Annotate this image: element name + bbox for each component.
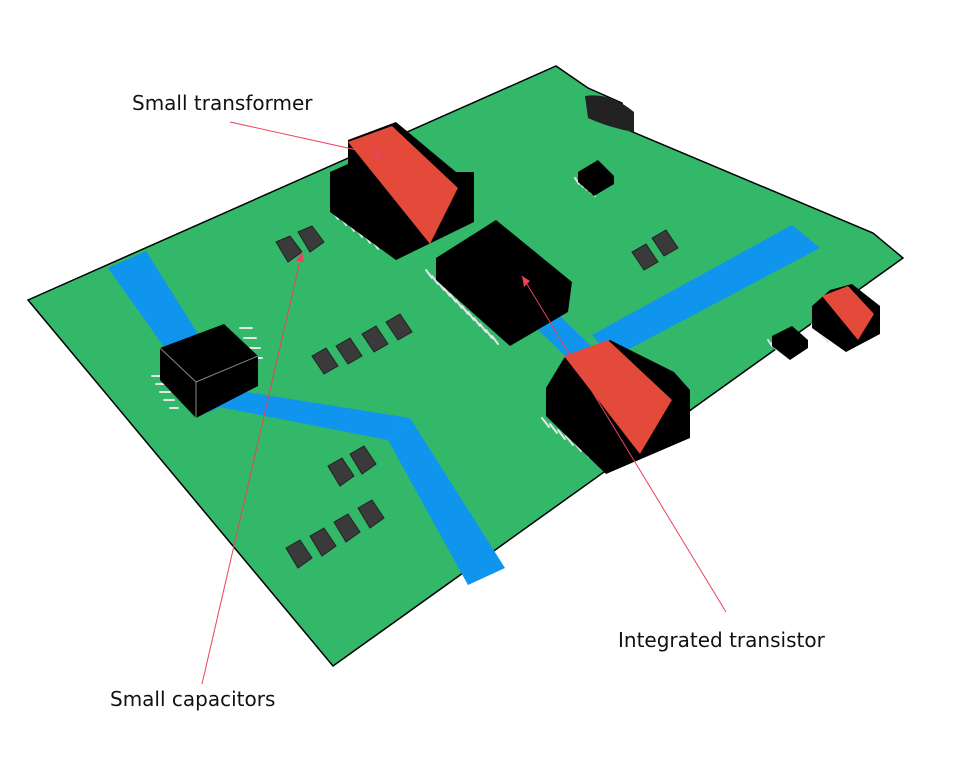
small-chip-top-right (578, 160, 614, 196)
leader-line-transformer (229, 121, 385, 157)
label-small-capacitors: Small capacitors (110, 687, 275, 711)
capacitor-group (275, 225, 679, 569)
black-ic-left (159, 324, 259, 418)
leader-line-capacitors (201, 251, 303, 685)
arrowhead-transformer (374, 150, 384, 160)
leader-line-transistor (521, 275, 727, 613)
small-transformer-bottom (546, 340, 690, 474)
coin-cell (585, 95, 634, 132)
label-small-transformer: Small transformer (132, 91, 313, 115)
arrowhead-transistor (522, 276, 530, 287)
integrated-transistor (436, 220, 572, 346)
arrowhead-capacitors (296, 252, 304, 262)
label-integrated-transistor: Integrated transistor (618, 628, 826, 652)
small-chip-right (772, 326, 808, 360)
small-transformer-right (812, 284, 880, 352)
leader-arrowheads (296, 150, 530, 287)
leader-lines (201, 121, 727, 685)
